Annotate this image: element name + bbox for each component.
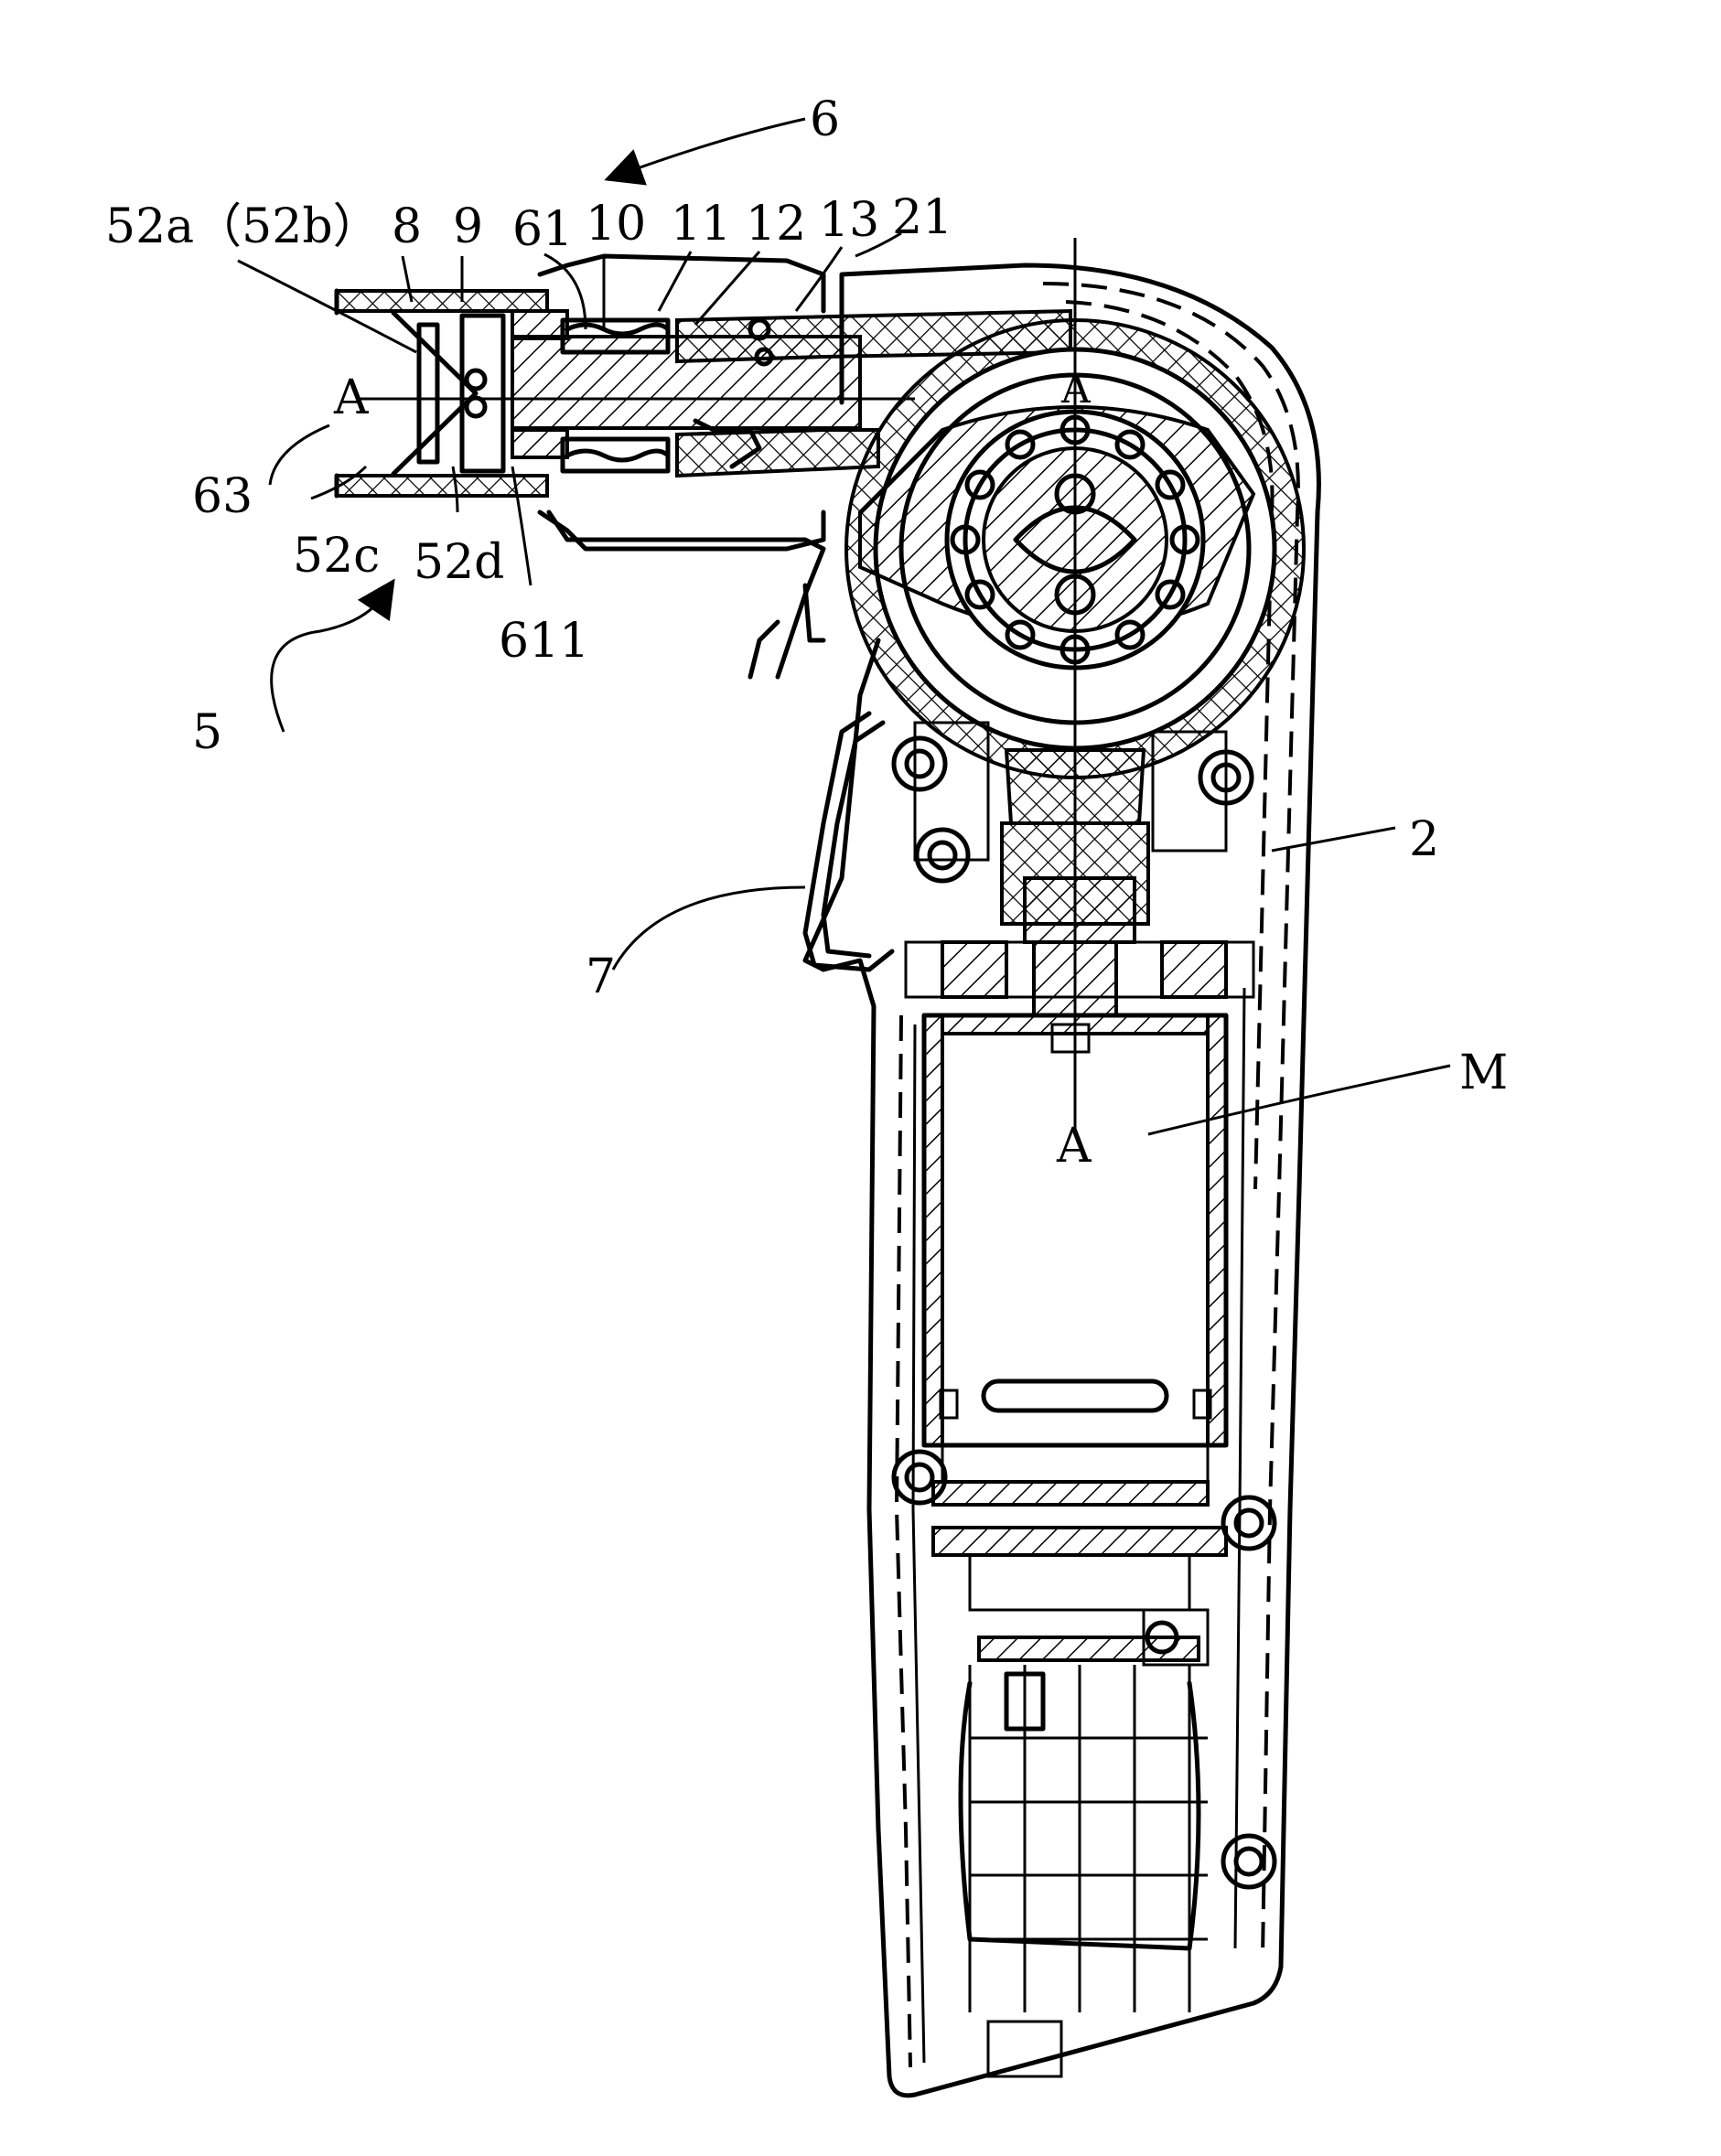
label-7: 7 [586,949,616,1004]
label-13: 13 [819,193,879,248]
label-5: 5 [192,705,222,760]
label-section-a-top: A [1060,366,1092,413]
label-m: M [1459,1046,1508,1100]
label-9: 9 [453,199,483,254]
label-63: 63 [192,469,253,524]
label-section-a-left: A [333,370,370,425]
label-12: 12 [746,197,806,252]
label-section-a-bottom: A [1056,1119,1092,1174]
label-61: 61 [512,202,573,257]
label-11: 11 [671,197,731,252]
label-8: 8 [392,199,422,254]
electronics-board [933,1482,1226,2076]
label-52a-52b: 52a（52b） [105,199,381,254]
label-52d: 52d [414,535,504,590]
label-52c: 52c [293,529,380,584]
label-10: 10 [586,197,646,252]
label-21: 21 [892,190,952,245]
label-6: 6 [810,92,840,147]
label-2: 2 [1409,812,1439,867]
label-611: 611 [499,614,589,669]
